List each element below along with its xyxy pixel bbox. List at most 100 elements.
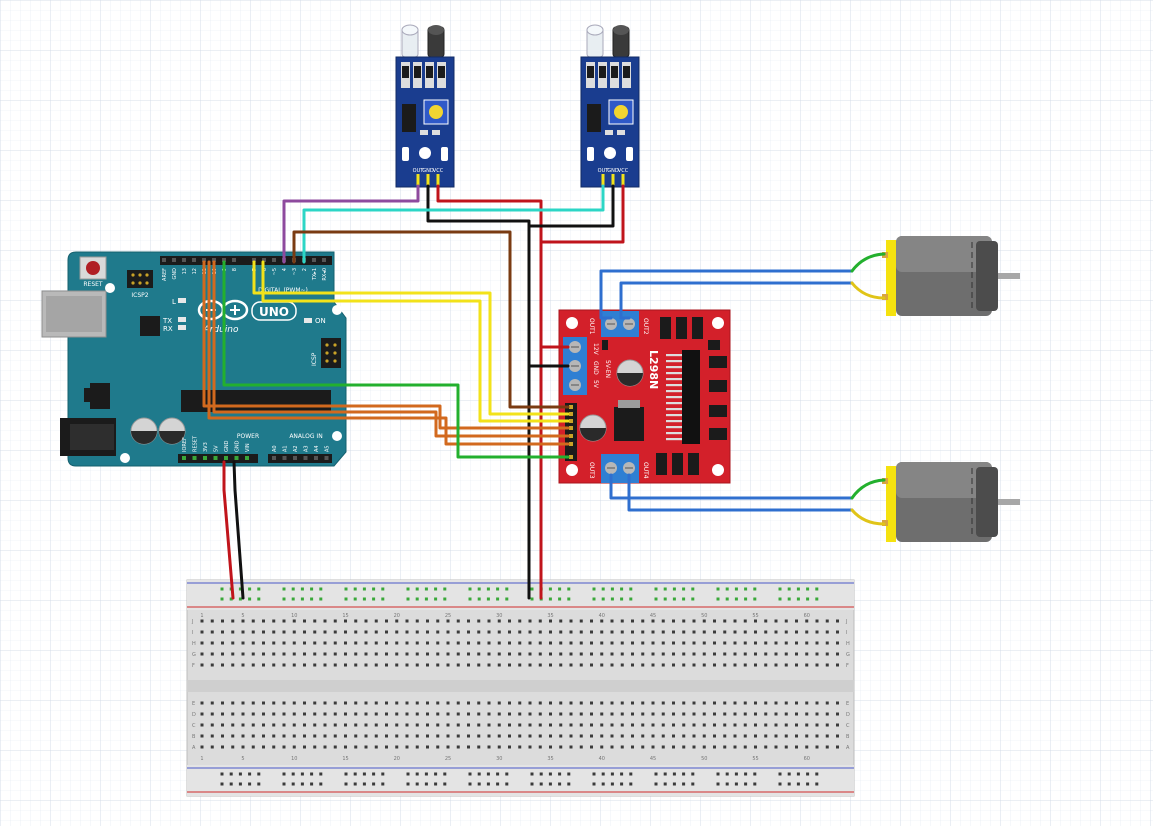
- header-pin: [162, 258, 166, 262]
- breadboard-hole: [497, 619, 501, 623]
- rail-hole: [424, 782, 428, 786]
- breadboard-hole: [210, 712, 214, 716]
- breadboard-hole: [426, 712, 429, 716]
- breadboard-hole: [764, 723, 768, 727]
- breadboard-hole: [354, 663, 358, 667]
- pin-label: 12: [192, 268, 198, 274]
- rail-hole: [505, 772, 509, 776]
- rail-hole: [796, 597, 800, 601]
- breadboard-hole: [836, 663, 839, 667]
- breadboard-hole: [364, 734, 368, 738]
- bottom-header-pins: [182, 456, 329, 460]
- mounting-hole: [332, 305, 342, 315]
- breadboard-hole: [590, 712, 593, 716]
- wire-blue-motor2-a: [609, 473, 854, 500]
- sensor-pin-label: VCC: [433, 168, 444, 174]
- breadboard-hole: [385, 641, 388, 645]
- header-pin: [245, 456, 249, 460]
- rail-hole: [282, 587, 286, 591]
- breadboard-hole: [713, 712, 716, 716]
- header-pin: [324, 456, 329, 460]
- breadboard-hole: [467, 723, 470, 727]
- breadboard-hole: [815, 663, 819, 667]
- breadboard-hole: [487, 630, 491, 634]
- breadboard-hole: [713, 641, 716, 645]
- breadboard-hole: [477, 745, 481, 749]
- breadboard-hole: [743, 701, 747, 705]
- breadboard-hole: [292, 630, 296, 634]
- breadboard-hole: [713, 630, 716, 634]
- rail-hole: [787, 597, 791, 601]
- pin-label: ~5: [272, 268, 278, 275]
- power-header: [178, 454, 258, 463]
- breadboard-hole: [795, 641, 798, 645]
- l-led: [178, 298, 186, 303]
- breadboard-hole: [723, 734, 727, 738]
- breadboard-hole: [836, 723, 839, 727]
- breadboard-hole: [221, 663, 224, 667]
- breadboard-hole: [743, 619, 747, 623]
- rail-hole: [362, 772, 366, 776]
- control-pin: [569, 419, 573, 423]
- mounting-hole: [566, 317, 578, 329]
- column-number: 10: [291, 756, 297, 762]
- ir-emitter-dome: [586, 24, 604, 36]
- breadboard-hole: [323, 619, 327, 623]
- column-number: 35: [547, 756, 553, 762]
- rail-hole: [592, 597, 596, 601]
- breadboard-hole: [641, 701, 645, 705]
- breadboard-hole: [815, 701, 819, 705]
- breadboard-hole: [272, 641, 276, 645]
- breadboard-hole: [805, 652, 809, 656]
- rail-hole: [372, 587, 376, 591]
- breadboard-hole: [282, 734, 286, 738]
- breadboard-hole: [733, 630, 737, 634]
- breadboard-hole: [467, 652, 470, 656]
- rail-hole: [744, 782, 748, 786]
- breadboard-hole: [395, 723, 399, 727]
- rail-hole: [548, 587, 552, 591]
- rail-hole: [778, 772, 782, 776]
- rail-hole: [682, 587, 686, 591]
- header-pin: [303, 456, 308, 460]
- breadboard-hole: [405, 641, 409, 645]
- column-number: 40: [599, 613, 605, 619]
- breadboard-hole: [825, 745, 829, 749]
- pin-label: RESET: [193, 435, 199, 452]
- breadboard-hole: [344, 712, 347, 716]
- breadboard-hole: [364, 663, 368, 667]
- breadboard-hole: [508, 745, 511, 749]
- breadboard-hole: [374, 745, 378, 749]
- breadboard-hole: [620, 712, 624, 716]
- breadboard-hole: [241, 723, 245, 727]
- breadboard-hole: [733, 723, 737, 727]
- breadboard-hole: [682, 641, 686, 645]
- breadboard-hole: [754, 734, 757, 738]
- rail-hole: [530, 587, 534, 591]
- pin-label: ~3: [292, 268, 298, 275]
- pin-label: 2: [302, 268, 308, 271]
- breadboard-hole: [354, 630, 358, 634]
- tx-led-label: TX: [162, 317, 172, 325]
- breadboard-hole: [651, 663, 655, 667]
- breadboard-hole: [333, 619, 337, 623]
- rail-hole: [753, 587, 757, 591]
- rail-hole: [592, 587, 596, 591]
- chip-leg: [666, 372, 682, 375]
- breadboard-hole: [784, 630, 788, 634]
- row-letter: E: [192, 701, 195, 707]
- breadboard-hole: [590, 641, 593, 645]
- breadboard-hole: [579, 663, 583, 667]
- header-pin: [322, 258, 326, 262]
- control-pin: [569, 455, 573, 459]
- breadboard-hole: [569, 734, 573, 738]
- motor2-lead-yellow: [850, 508, 886, 526]
- rail-hole: [434, 587, 438, 591]
- breadboard-hole: [210, 619, 214, 623]
- mounting-hole: [712, 464, 724, 476]
- breadboard-hole: [600, 734, 604, 738]
- breadboard-hole: [497, 701, 501, 705]
- breadboard-hole: [692, 701, 696, 705]
- header-pin: [192, 456, 197, 460]
